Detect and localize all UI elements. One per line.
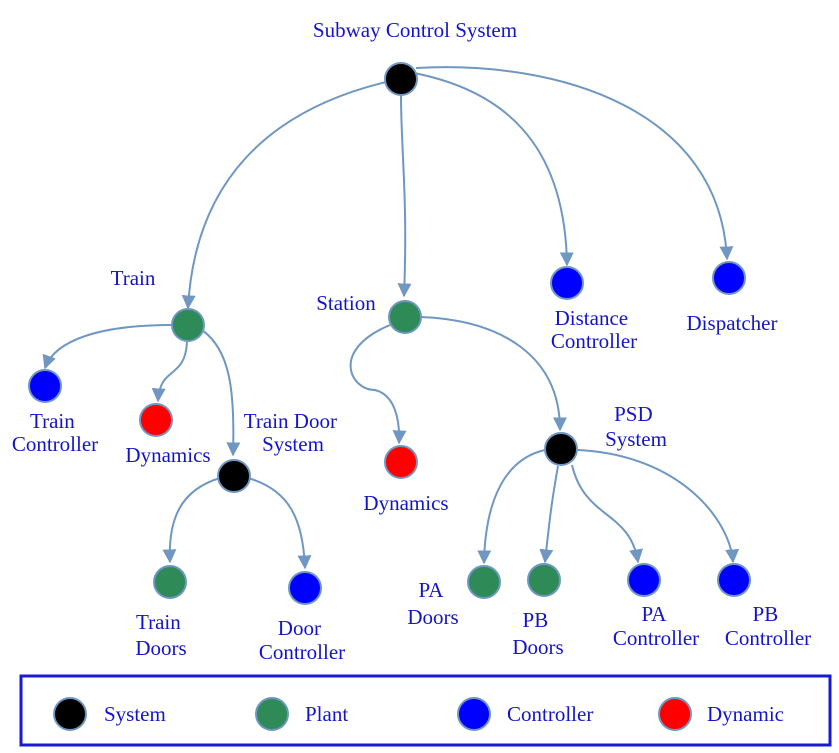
- legend-dynamic-label: Dynamic: [707, 702, 784, 726]
- node-pb-doors[interactable]: [527, 563, 561, 597]
- legend-plant-swatch: [255, 697, 289, 731]
- edge-station-psd-system: [420, 316, 567, 432]
- label-pa-controller-line1: PA: [641, 602, 667, 626]
- label-dispatcher: Dispatcher: [687, 311, 778, 335]
- label-pb-controller-line1: PB: [753, 602, 779, 626]
- node-train-doors[interactable]: [153, 565, 187, 599]
- label-door-controller: Door Controller: [259, 616, 345, 664]
- label-pa-doors-line2: Doors: [407, 605, 458, 629]
- legend-controller-label: Controller: [507, 702, 593, 726]
- edge-door-system-train-doors: [162, 477, 221, 564]
- edge-station-dynamics: [349, 324, 407, 445]
- label-train-door-system-line1: Train Door: [244, 409, 337, 433]
- label-train: Train: [111, 266, 156, 290]
- label-station-dynamics: Dynamics: [363, 491, 448, 515]
- legend-system-label: System: [104, 702, 166, 726]
- legend-box: [19, 674, 832, 747]
- node-train[interactable]: [171, 308, 205, 342]
- label-train-dynamics: Dynamics: [125, 443, 210, 467]
- node-station-dynamics[interactable]: [384, 445, 418, 479]
- label-psd-system-line2: System: [605, 427, 667, 451]
- label-psd-system: PSD System: [605, 402, 667, 451]
- node-dispatcher[interactable]: [712, 261, 746, 295]
- label-pb-doors: PB Doors: [512, 608, 563, 659]
- legend-plant-label: Plant: [305, 702, 348, 726]
- nodes: [28, 62, 751, 605]
- label-pa-controller-line2: Controller: [613, 626, 699, 650]
- node-distance-controller[interactable]: [550, 266, 584, 300]
- edge-train-door-system: [201, 329, 241, 457]
- node-train-controller[interactable]: [28, 369, 62, 403]
- edge-train-dynamics: [151, 341, 188, 403]
- label-pa-doors-line1: PA: [418, 578, 444, 602]
- node-pa-doors[interactable]: [467, 565, 501, 599]
- label-door-controller-line2: Controller: [259, 640, 345, 664]
- node-labels: Subway Control System Train Station Disp…: [12, 18, 811, 664]
- edge-root-train: [181, 81, 387, 310]
- label-pb-controller: PB Controller: [725, 602, 811, 650]
- label-pb-controller-line2: Controller: [725, 626, 811, 650]
- label-train-controller: Train Controller: [12, 409, 98, 456]
- edge-psd-pb-doors: [539, 465, 559, 564]
- node-subway-control-system[interactable]: [384, 62, 418, 96]
- label-pb-doors-line2: Doors: [512, 635, 563, 659]
- label-pa-controller: PA Controller: [613, 602, 699, 650]
- edge-root-station: [397, 94, 412, 298]
- node-pb-controller[interactable]: [717, 563, 751, 597]
- node-door-controller[interactable]: [288, 571, 322, 605]
- label-station: Station: [316, 291, 376, 315]
- label-train-doors-line1: Train: [136, 610, 181, 634]
- edge-psd-pa-doors: [477, 449, 546, 565]
- label-distance-controller-line1: Distance: [555, 306, 628, 330]
- label-pa-doors: PA Doors: [407, 578, 458, 629]
- label-train-doors-line2: Doors: [135, 636, 186, 660]
- label-distance-controller: Distance Controller: [551, 306, 637, 353]
- label-train-controller-line2: Controller: [12, 432, 98, 456]
- label-subway-control-system: Subway Control System: [313, 18, 517, 42]
- label-distance-controller-line2: Controller: [551, 329, 637, 353]
- label-train-door-system: Train Door System: [244, 409, 342, 456]
- legend-controller-swatch: [457, 697, 491, 731]
- node-train-door-system[interactable]: [217, 459, 251, 493]
- legend: System Plant Controller Dynamic: [19, 674, 832, 747]
- label-psd-system-line1: PSD: [614, 402, 653, 426]
- edge-train-train-controller: [42, 324, 173, 370]
- label-train-controller-line1: Train: [30, 409, 75, 433]
- node-station[interactable]: [388, 300, 422, 334]
- label-door-controller-line1: Door: [278, 616, 321, 640]
- node-pa-controller[interactable]: [627, 563, 661, 597]
- legend-dynamic-swatch: [658, 697, 692, 731]
- edge-psd-pa-controller: [571, 464, 643, 564]
- edge-root-distance-controller: [413, 72, 574, 267]
- label-pb-doors-line1: PB: [523, 608, 549, 632]
- edge-root-dispatcher: [415, 66, 734, 261]
- edge-psd-pb-controller: [577, 449, 740, 564]
- node-psd-system[interactable]: [544, 432, 578, 466]
- label-train-doors: Train Doors: [135, 610, 186, 660]
- legend-system-swatch: [53, 697, 87, 731]
- label-train-door-system-line2: System: [262, 432, 324, 456]
- node-train-dynamics[interactable]: [139, 403, 173, 437]
- edges: [42, 66, 740, 570]
- edge-door-system-door-controller: [247, 477, 312, 570]
